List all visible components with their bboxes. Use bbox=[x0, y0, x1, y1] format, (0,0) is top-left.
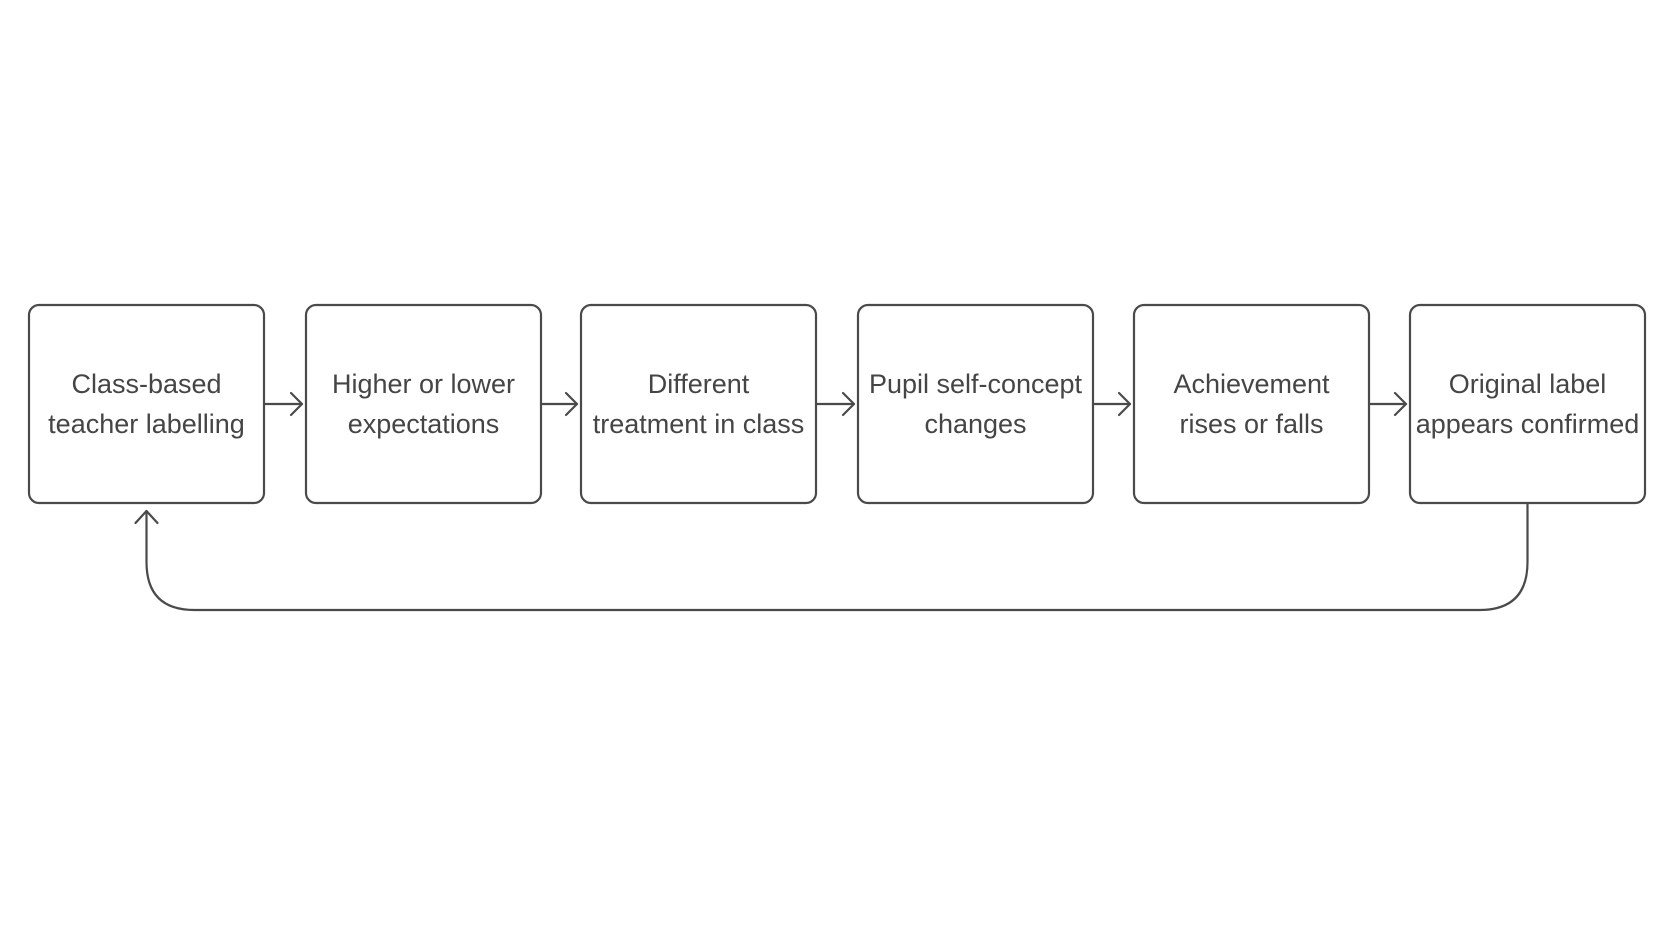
step-node-1: Class-based teacher labelling bbox=[27, 303, 266, 505]
step-node-6: Original label appears confirmed bbox=[1408, 303, 1647, 505]
connector-6 bbox=[134, 501, 1529, 612]
step-node-4: Pupil self-concept changes bbox=[856, 303, 1095, 505]
arrowhead bbox=[289, 391, 304, 417]
steps-layer: Class-based teacher labelling Higher or lo… bbox=[27, 303, 1647, 505]
arrowhead bbox=[841, 391, 856, 417]
arrowhead bbox=[1393, 391, 1408, 417]
step-box bbox=[856, 303, 1095, 505]
loop-line bbox=[145, 501, 1529, 612]
step-box bbox=[579, 303, 818, 505]
step-label-line: appears confirmed bbox=[1416, 409, 1640, 439]
step-label-line: teacher labelling bbox=[48, 409, 245, 439]
step-box bbox=[1408, 303, 1647, 505]
step-label-line: Different bbox=[648, 369, 750, 399]
step-label-line: Class-based bbox=[71, 369, 221, 399]
step-label-line: Higher or lower bbox=[332, 369, 515, 399]
step-label-line: expectations bbox=[348, 409, 500, 439]
connectors-layer bbox=[134, 391, 1529, 612]
arrowhead bbox=[564, 391, 579, 417]
step-node-2: Higher or lower expectations bbox=[304, 303, 543, 505]
arrowhead bbox=[1117, 391, 1132, 417]
step-label-line: rises or falls bbox=[1179, 409, 1323, 439]
step-box bbox=[304, 303, 543, 505]
step-label-line: changes bbox=[924, 409, 1026, 439]
step-label-line: Original label bbox=[1449, 369, 1607, 399]
connector-1 bbox=[262, 391, 304, 417]
connector-4 bbox=[1091, 391, 1132, 417]
connector-3 bbox=[814, 391, 856, 417]
step-label-line: treatment in class bbox=[593, 409, 805, 439]
step-box bbox=[1132, 303, 1371, 505]
step-label-line: Achievement bbox=[1173, 369, 1330, 399]
step-node-5: Achievement rises or falls bbox=[1132, 303, 1371, 505]
step-node-3: Different treatment in class bbox=[579, 303, 818, 505]
step-label-line: Pupil self-concept bbox=[869, 369, 1083, 399]
connector-5 bbox=[1367, 391, 1408, 417]
step-box bbox=[27, 303, 266, 505]
arrowhead bbox=[134, 509, 159, 525]
connector-2 bbox=[539, 391, 579, 417]
